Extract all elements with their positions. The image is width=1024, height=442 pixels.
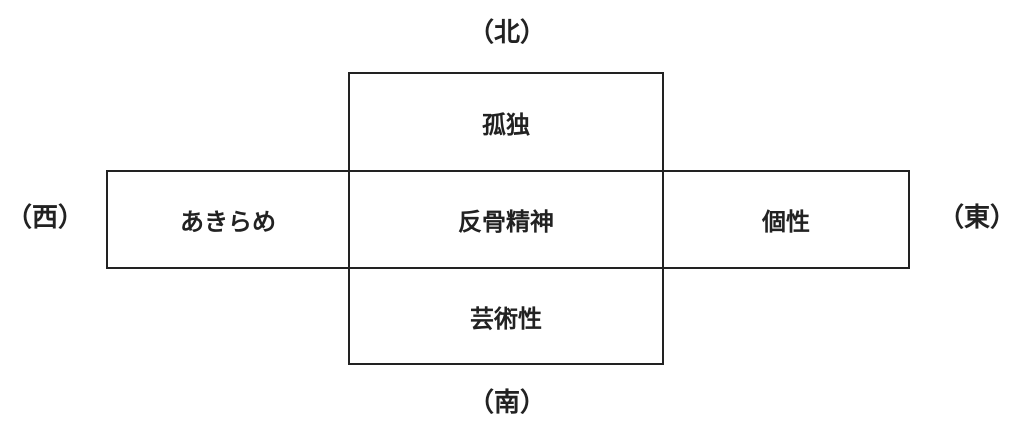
direction-label-east: （東）: [937, 203, 1016, 233]
cell-east-label: 個性: [762, 208, 810, 236]
cell-south: 芸術性: [348, 267, 664, 365]
cell-west: あきらめ: [106, 170, 350, 269]
cell-west-label: あきらめ: [180, 208, 276, 236]
cell-south-label: 芸術性: [470, 304, 542, 333]
cell-center: 反骨精神: [348, 170, 664, 269]
direction-label-west: （西）: [5, 203, 84, 233]
cell-center-label: 反骨精神: [458, 208, 554, 236]
direction-label-south: （南）: [467, 388, 546, 418]
cell-north: 孤独: [348, 72, 664, 172]
direction-label-north: （北）: [467, 18, 546, 48]
cell-east: 個性: [662, 170, 910, 269]
cell-north-label: 孤独: [482, 110, 530, 139]
